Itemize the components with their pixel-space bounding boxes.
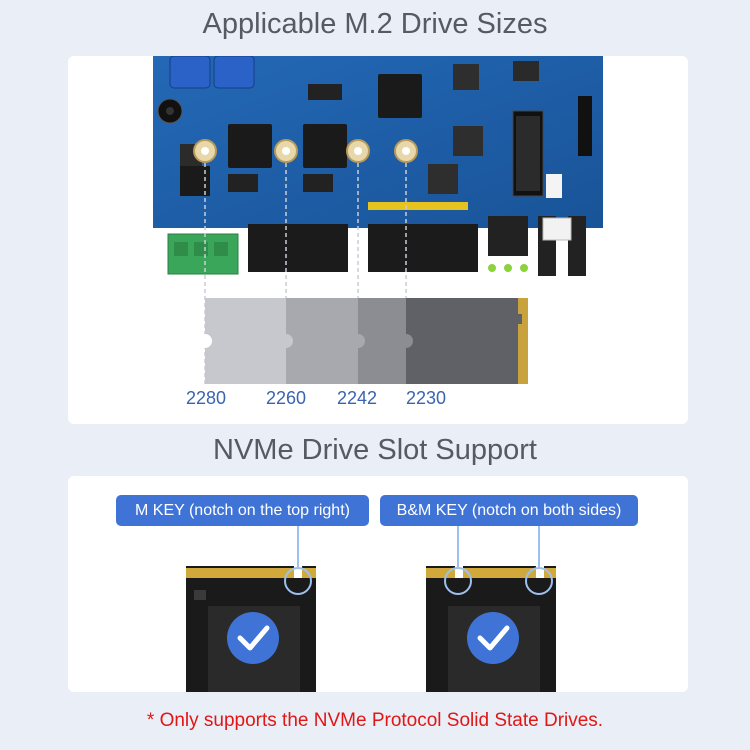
carrier-board [153,56,603,276]
drive-sizes-card: 2280 2260 2242 2230 [68,56,688,424]
size-label-2230: 2230 [406,388,447,408]
bm-key-ssd [426,526,556,692]
m-key-ssd [186,526,316,692]
drive-length-illustration [198,298,528,384]
bm-key-badge: B&M KEY (notch on both sides) [380,495,638,526]
ssd-illustrations [186,526,556,692]
board-illustration [153,56,603,386]
slots-section-title: NVMe Drive Slot Support [213,434,537,466]
size-label-2242: 2242 [337,388,378,408]
mounting-screw-icon [193,139,418,163]
size-label-2260: 2260 [266,388,307,408]
nvme-slot-card: M KEY (notch on the top right) B&M KEY (… [68,476,688,692]
checkmark-icon [227,612,279,664]
m-key-badge: M KEY (notch on the top right) [116,495,369,526]
capacitor-icon [169,56,255,89]
sizes-section-title: Applicable M.2 Drive Sizes [202,8,548,40]
size-label-2280: 2280 [186,388,227,408]
checkmark-icon [467,612,519,664]
protocol-note: * Only supports the NVMe Protocol Solid … [146,710,604,731]
